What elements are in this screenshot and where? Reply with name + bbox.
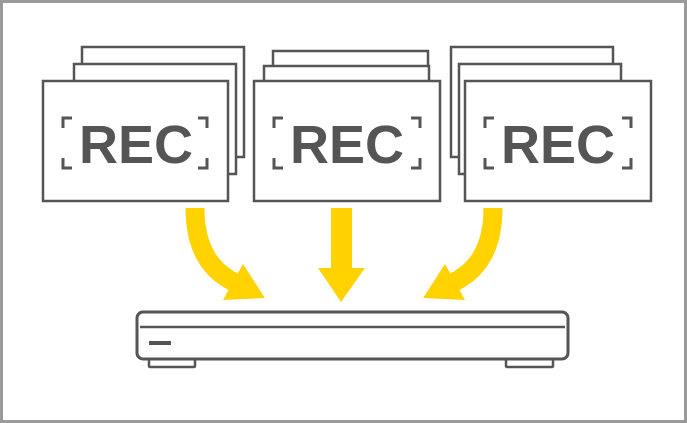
recording-stack-1: REC	[41, 45, 246, 203]
arrow-center-head	[318, 268, 365, 302]
rec-label: REC	[79, 115, 193, 175]
arrow-left-head	[223, 264, 265, 300]
rec-screen-icon	[41, 79, 230, 203]
rec-screen-icon	[463, 79, 653, 203]
recorder-device-icon	[135, 310, 570, 369]
viewfinder-corners	[61, 116, 209, 170]
rec-screen-icon	[252, 79, 442, 203]
viewfinder-corners	[483, 116, 633, 170]
recorder-body	[135, 310, 570, 361]
arrow-right-head	[423, 264, 465, 300]
arrow-center-shaft	[331, 208, 352, 272]
viewfinder-corners	[272, 116, 422, 170]
recording-stack-2: REC	[252, 49, 442, 203]
rec-label: REC	[501, 115, 615, 175]
arrow-left-shaft	[185, 207, 241, 292]
recording-stack-3: REC	[449, 45, 653, 203]
arrow-right-shaft	[447, 207, 503, 292]
rec-label: REC	[290, 115, 404, 175]
recorder-indicator	[149, 341, 171, 345]
arrows	[185, 207, 503, 302]
